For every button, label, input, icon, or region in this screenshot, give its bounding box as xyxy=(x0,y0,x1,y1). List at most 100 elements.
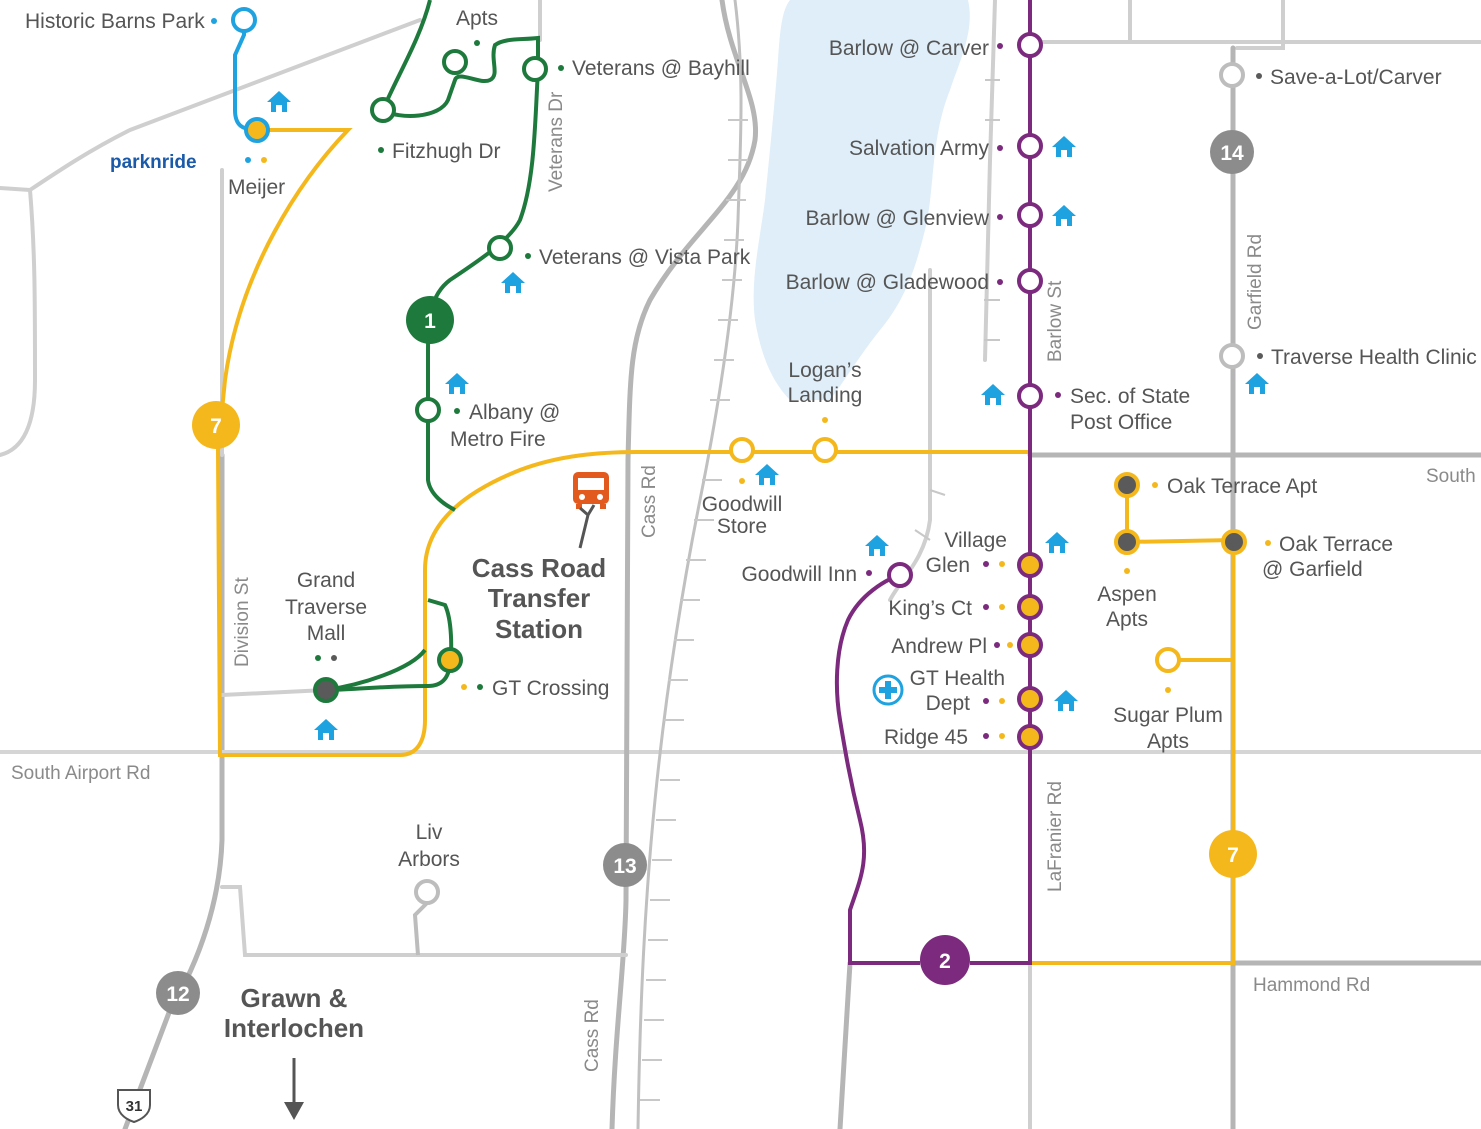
route-badge-7-west[interactable]: 7 xyxy=(192,401,240,449)
route-2-line[interactable] xyxy=(834,0,1032,965)
label-historic-barns-park: Historic Barns Park xyxy=(25,10,205,33)
label-ridge-45: Ridge 45 xyxy=(884,726,968,749)
house-icon xyxy=(445,373,469,394)
stop-grand-traverse-mall[interactable] xyxy=(313,677,339,703)
label-liv-arbors-2: Arbors xyxy=(398,848,460,871)
label-albany-1: Albany @ xyxy=(469,401,560,424)
stop-oak-terrace-apt[interactable] xyxy=(1114,472,1140,498)
svg-text:7: 7 xyxy=(1227,844,1239,867)
svg-text:2: 2 xyxy=(939,950,951,973)
route-badge-2[interactable]: 2 xyxy=(920,935,970,985)
label-albany-2: Metro Fire xyxy=(450,428,546,451)
label-veterans-vista-park: Veterans @ Vista Park xyxy=(539,246,751,269)
stop-barlow-carver[interactable] xyxy=(1017,32,1043,58)
stop-salvation-army[interactable] xyxy=(1017,133,1043,159)
route-blue-line[interactable] xyxy=(233,20,258,132)
stop-gt-health[interactable] xyxy=(1017,686,1043,712)
label-sugar-plum-1: Sugar Plum xyxy=(1113,704,1223,727)
road-label-cass-rd-upper: Cass Rd xyxy=(639,465,660,538)
label-gt-crossing: GT Crossing xyxy=(492,677,609,700)
road-label-south-airport-rd: South Airport Rd xyxy=(11,763,150,784)
road-label-veterans-dr: Veterans Dr xyxy=(546,91,567,192)
stop-veterans-bayhill[interactable] xyxy=(522,56,548,82)
stop-apts[interactable] xyxy=(442,49,468,75)
road-label-cass-rd-lower: Cass Rd xyxy=(582,999,603,1072)
route-1-connector[interactable] xyxy=(325,648,427,692)
label-oak-terrace-garfield-2: @ Garfield xyxy=(1262,558,1363,581)
label-gt-health-2: Dept xyxy=(926,692,971,715)
label-barlow-gladewood: Barlow @ Gladewood xyxy=(786,271,989,294)
stop-barlow-gladewood[interactable] xyxy=(1017,268,1043,294)
route-badge-13[interactable]: 13 xyxy=(603,843,647,887)
road-label-south: South xyxy=(1426,466,1476,487)
house-icon xyxy=(1052,205,1076,226)
route-badge-14[interactable]: 14 xyxy=(1210,130,1254,174)
svg-text:14: 14 xyxy=(1220,142,1244,165)
road-label-barlow-st: Barlow St xyxy=(1045,280,1066,362)
stop-markers xyxy=(231,7,1247,956)
label-aspen-2: Apts xyxy=(1106,608,1148,631)
label-andrew-pl: Andrew Pl xyxy=(891,635,987,658)
label-sec-of-state-2: Post Office xyxy=(1070,411,1172,434)
route-badge-7-east[interactable]: 7 xyxy=(1209,830,1257,878)
stop-kings-ct[interactable] xyxy=(1017,594,1043,620)
svg-text:1: 1 xyxy=(424,310,436,333)
label-grand-traverse-2: Traverse xyxy=(285,596,367,619)
stop-sec-of-state[interactable] xyxy=(1017,383,1043,409)
stop-gt-crossing[interactable] xyxy=(437,647,463,673)
label-grand-traverse-3: Mall xyxy=(307,622,346,645)
stop-goodwill-inn[interactable] xyxy=(887,562,913,588)
label-veterans-bayhill: Veterans @ Bayhill xyxy=(572,57,750,80)
stop-fitzhugh[interactable] xyxy=(370,97,396,123)
route-badge-1[interactable]: 1 xyxy=(406,296,454,344)
label-oak-terrace-apt: Oak Terrace Apt xyxy=(1167,475,1317,498)
house-icon xyxy=(1245,373,1269,394)
stop-andrew-pl[interactable] xyxy=(1017,632,1043,658)
stop-veterans-vista-park[interactable] xyxy=(487,235,513,261)
svg-text:parknride: parknride xyxy=(110,152,197,173)
stop-albany[interactable] xyxy=(415,397,441,423)
route-badge-12[interactable]: 12 xyxy=(156,971,200,1015)
stop-logans-landing[interactable] xyxy=(812,437,838,463)
medical-cross-icon xyxy=(872,674,904,706)
label-transfer-station-2: Transfer xyxy=(488,583,591,613)
liv-arbors-spur xyxy=(412,901,429,956)
stop-traverse-health-clinic[interactable] xyxy=(1219,343,1245,369)
label-village-glen-2: Glen xyxy=(926,554,970,577)
label-grawn-1: Grawn & xyxy=(241,983,348,1013)
label-meijer: Meijer xyxy=(228,176,285,199)
label-save-a-lot: Save-a-Lot/Carver xyxy=(1270,66,1442,89)
label-goodwill-store-1: Goodwill xyxy=(702,493,783,516)
stop-sugar-plum[interactable] xyxy=(1155,647,1181,673)
stop-historic-barns[interactable] xyxy=(231,7,257,33)
label-barlow-carver: Barlow @ Carver xyxy=(829,37,989,60)
stop-liv-arbors[interactable] xyxy=(414,879,440,905)
label-transfer-station-3: Station xyxy=(495,614,583,644)
house-icon xyxy=(314,719,338,740)
house-icon xyxy=(755,464,779,485)
road-label-lafranier-rd: LaFranier Rd xyxy=(1045,781,1066,892)
route-7-west-line[interactable] xyxy=(215,128,1030,757)
south-arrow-icon xyxy=(284,1058,304,1120)
label-aspen-1: Aspen xyxy=(1097,583,1157,606)
label-sec-of-state-1: Sec. of State xyxy=(1070,385,1190,408)
label-kings-ct: King’s Ct xyxy=(888,597,972,620)
stop-meijer[interactable] xyxy=(244,117,270,143)
label-traverse-health-clinic: Traverse Health Clinic xyxy=(1271,346,1477,369)
stop-ridge-45[interactable] xyxy=(1017,724,1043,750)
stop-oak-terrace-garfield[interactable] xyxy=(1221,529,1247,555)
road-label-garfield-rd: Garfield Rd xyxy=(1245,234,1266,330)
stop-village-glen[interactable] xyxy=(1017,552,1043,578)
stop-goodwill-store[interactable] xyxy=(729,437,755,463)
stop-barlow-glenview[interactable] xyxy=(1017,202,1043,228)
label-sugar-plum-2: Apts xyxy=(1147,730,1189,753)
svg-text:31: 31 xyxy=(126,1098,143,1115)
stop-save-a-lot[interactable] xyxy=(1219,62,1245,88)
label-fitzhugh-dr: Fitzhugh Dr xyxy=(392,140,501,163)
label-apts: Apts xyxy=(456,7,498,30)
label-goodwill-inn: Goodwill Inn xyxy=(741,563,857,586)
label-transfer-station-1: Cass Road xyxy=(472,553,606,583)
label-logans-landing-1: Logan’s xyxy=(788,359,861,382)
stop-aspen-apts[interactable] xyxy=(1114,529,1140,555)
